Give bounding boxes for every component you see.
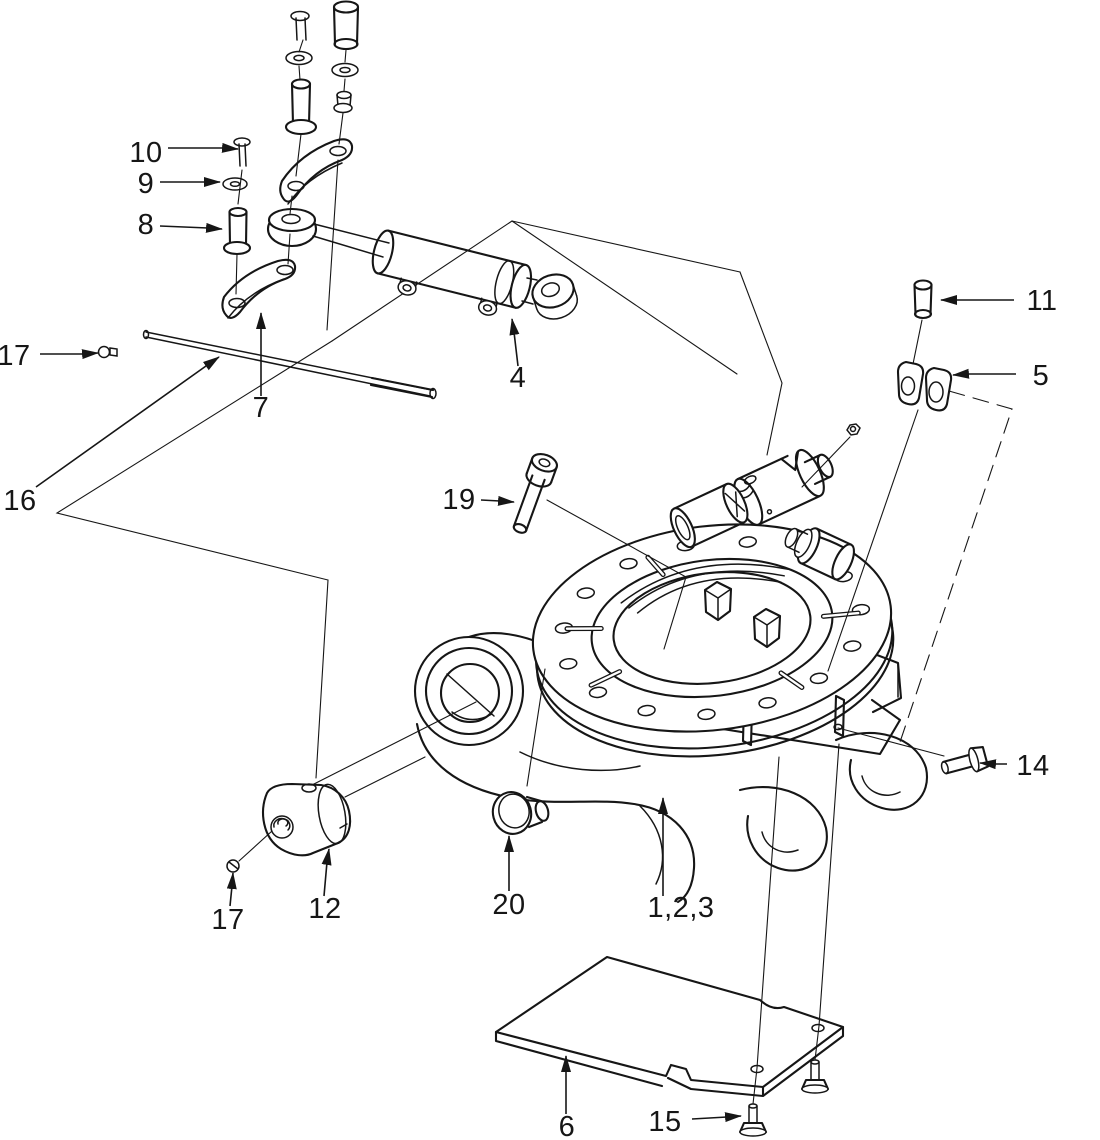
crank-arm-upper bbox=[279, 138, 354, 205]
callout-label-11: 11 bbox=[1026, 285, 1057, 317]
ring-wedge-blocks bbox=[703, 580, 782, 649]
pin-11 bbox=[913, 279, 933, 320]
fastener-stack-left bbox=[284, 10, 318, 136]
callout-leader-16 bbox=[35, 356, 220, 488]
callout-label-4: 4 bbox=[510, 362, 527, 394]
clevis-blocks-5 bbox=[896, 360, 953, 412]
hook-left bbox=[738, 786, 828, 872]
sleeve-bushing bbox=[669, 482, 749, 549]
hydraulic-cylinder-4 bbox=[371, 229, 578, 320]
screw-10 bbox=[233, 137, 251, 147]
hook-right bbox=[834, 731, 929, 811]
callout-leader-17-block bbox=[226, 872, 237, 907]
cylinder-port-boss bbox=[477, 297, 499, 316]
cylinder-port-boss bbox=[397, 277, 418, 296]
set-screw-17-block bbox=[226, 859, 240, 873]
crank-arm-lower bbox=[221, 258, 297, 319]
callout-label-14: 14 bbox=[1016, 750, 1049, 782]
callout-label-7: 7 bbox=[253, 392, 270, 424]
steering-rod-16 bbox=[142, 329, 437, 400]
callout-label-17-block: 17 bbox=[211, 904, 244, 936]
callout-label-6: 6 bbox=[559, 1111, 576, 1140]
callout-leader-15 bbox=[691, 1112, 742, 1123]
callout-leader-17-rod bbox=[40, 349, 99, 360]
callout-label-9: 9 bbox=[138, 168, 155, 200]
callout-leader-10 bbox=[168, 142, 239, 153]
bushing-8 bbox=[222, 206, 252, 256]
callout-label-5: 5 bbox=[1033, 360, 1050, 392]
callout-label-16: 16 bbox=[3, 485, 36, 517]
bolt-14-hole bbox=[833, 723, 843, 731]
callout-leader-5 bbox=[952, 368, 1016, 379]
callout-leader-14 bbox=[979, 759, 1007, 770]
callout-label-1-2-3: 1,2,3 bbox=[648, 892, 715, 924]
cover-plate-6 bbox=[494, 955, 845, 1098]
construction-lines bbox=[55, 220, 1013, 779]
countersunk-screw-15 bbox=[738, 1103, 768, 1137]
slewing-ring bbox=[531, 523, 895, 758]
callout-layer: 109 8 17 7 16 4 19 11 5 14 12 17 20 1,2,3 6 15 bbox=[0, 137, 1057, 1140]
callout-label-17-rod: 17 bbox=[0, 340, 31, 372]
washer-9 bbox=[222, 177, 248, 191]
callout-leader-19 bbox=[480, 495, 515, 506]
fastener-stack-right bbox=[331, 0, 360, 114]
bracket-weldment bbox=[413, 632, 929, 904]
callout-label-12: 12 bbox=[308, 893, 341, 925]
fastener-stack-labeled bbox=[222, 137, 252, 256]
ring-slots bbox=[564, 554, 861, 690]
callout-label-20: 20 bbox=[492, 889, 525, 921]
callout-label-19: 19 bbox=[442, 484, 475, 516]
callout-leader-8 bbox=[159, 222, 223, 233]
set-screw-coupling bbox=[846, 423, 861, 436]
plug-20 bbox=[491, 791, 550, 835]
callout-label-15: 15 bbox=[648, 1106, 681, 1138]
pivot-block-12 bbox=[262, 782, 352, 857]
cylinder-end-ring bbox=[531, 273, 578, 320]
callout-label-8: 8 bbox=[138, 209, 155, 241]
callout-leader-12 bbox=[321, 848, 332, 897]
callout-leader-4 bbox=[509, 318, 520, 367]
set-screw-17-rod bbox=[97, 345, 118, 359]
cap-screw-19 bbox=[512, 453, 559, 534]
roller-pin bbox=[784, 527, 856, 581]
callout-label-10: 10 bbox=[129, 137, 162, 169]
rod-end-eye bbox=[266, 207, 390, 258]
projection-lines bbox=[235, 39, 945, 1105]
